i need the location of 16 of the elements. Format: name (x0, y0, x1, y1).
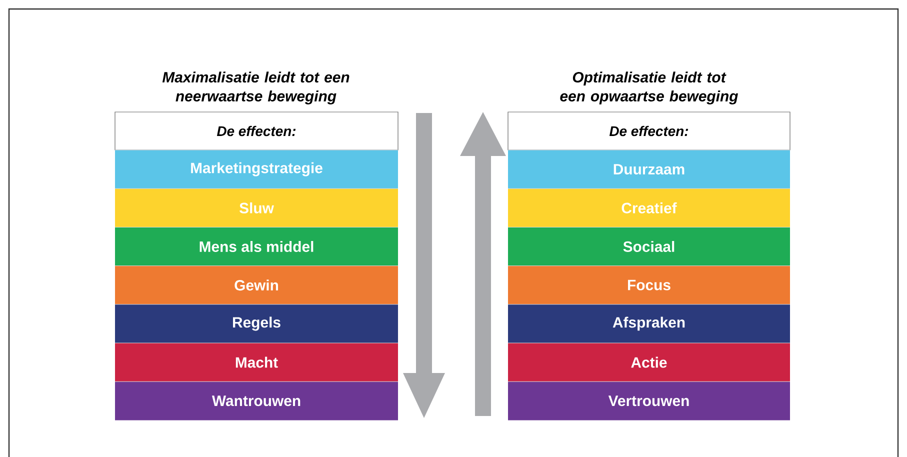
effect-band: Duurzaam (508, 150, 790, 189)
effect-band: Marketingstrategie (115, 150, 398, 189)
effect-band: Wantrouwen (115, 382, 398, 420)
effect-band: Actie (508, 343, 790, 382)
header-box: De effecten: (114, 112, 398, 150)
effect-band: Sluw (115, 188, 398, 228)
effect-band: Vertrouwen (508, 382, 790, 420)
effect-band: Sociaal (508, 227, 790, 266)
effect-band: Mens als middel (115, 227, 398, 266)
effect-band: Afspraken (508, 304, 790, 343)
header-box: De effecten: (508, 112, 790, 150)
effect-band: Macht (115, 343, 398, 382)
effect-band: Creatief (508, 188, 790, 228)
effect-band: Gewin (115, 266, 398, 304)
effect-band: Focus (508, 266, 790, 304)
effect-band: Regels (115, 304, 398, 343)
